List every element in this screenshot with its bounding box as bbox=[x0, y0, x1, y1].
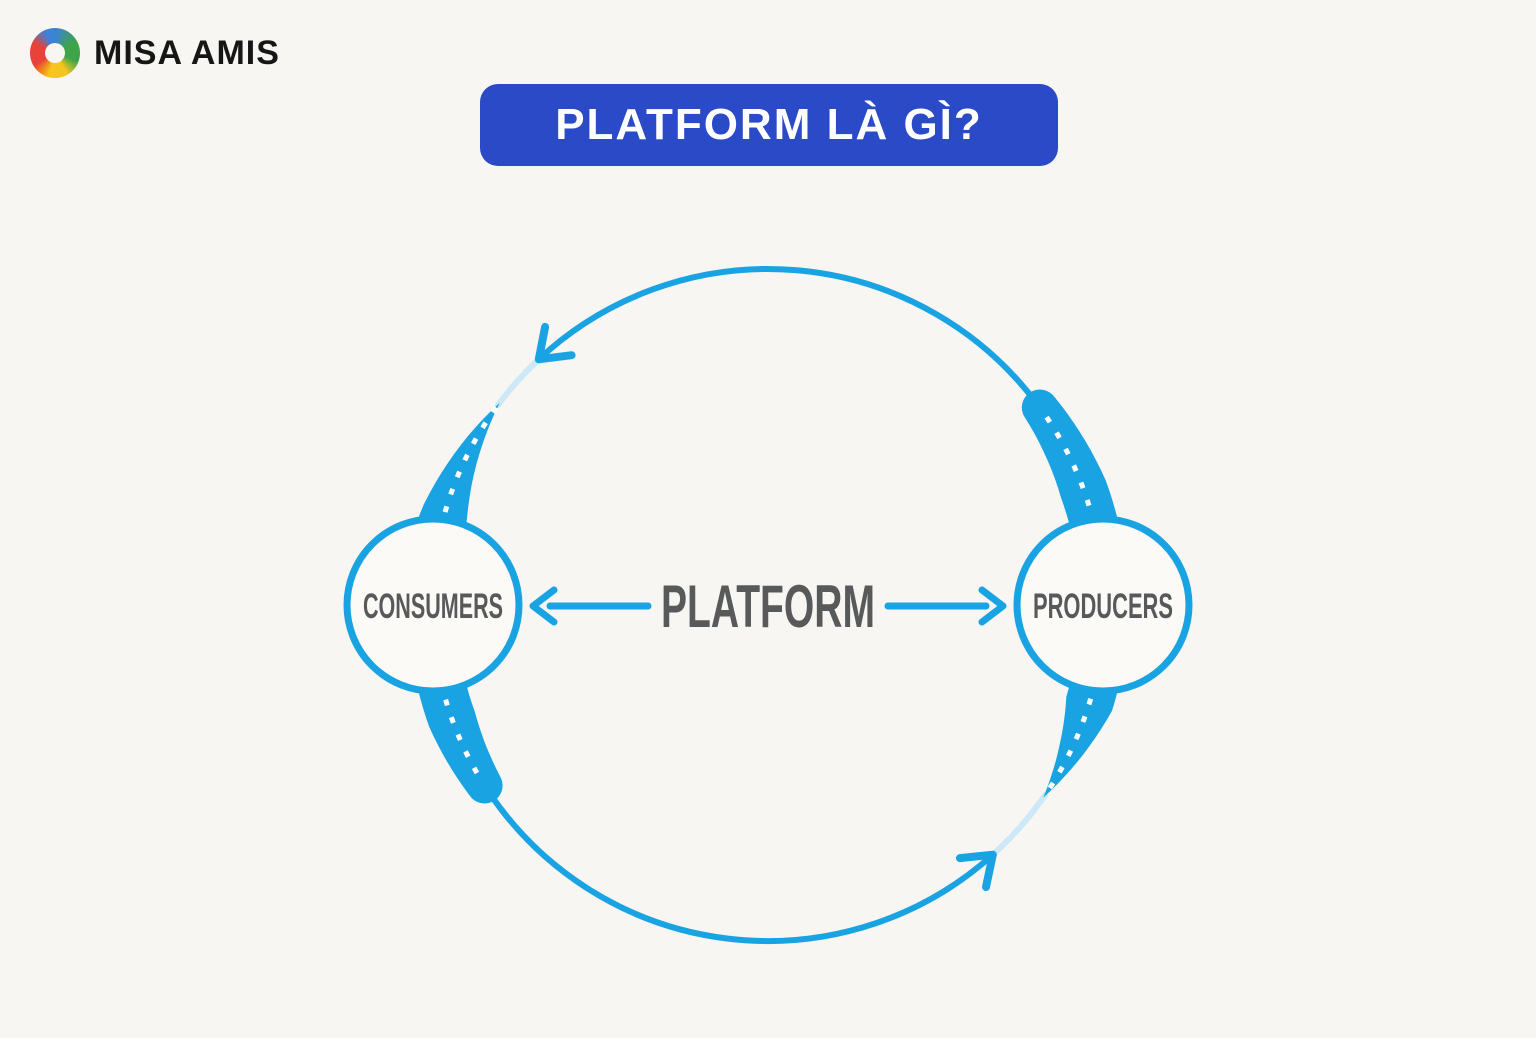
faded-arc-bottom-right bbox=[989, 792, 1048, 858]
platform-label: PLATFORM bbox=[661, 573, 875, 640]
circle-arc-top bbox=[535, 266, 1040, 406]
misa-amis-swirl-icon bbox=[30, 28, 80, 78]
title-text: PLATFORM LÀ GÌ? bbox=[555, 100, 983, 149]
misa-amis-logo: MISA AMIS bbox=[30, 28, 280, 78]
faded-arc-top-left bbox=[494, 356, 542, 409]
flow-layer bbox=[410, 266, 1125, 944]
consumers-node-circle bbox=[343, 515, 523, 695]
logo-brand-text: MISA AMIS bbox=[94, 33, 280, 72]
arrowhead-platform-to-consumers bbox=[529, 586, 558, 626]
consumers-label: CONSUMERS bbox=[363, 587, 503, 626]
producers-node-circle bbox=[1013, 515, 1193, 695]
producers-label: PRODUCERS bbox=[1033, 587, 1173, 626]
arrowhead-platform-to-producers bbox=[978, 586, 1007, 626]
flow-band-cap-bottom-left bbox=[466, 767, 503, 804]
ring-arrowhead-toward-consumers bbox=[534, 322, 576, 364]
circle-arc-bottom bbox=[486, 789, 996, 944]
flow-band-cap-top-right bbox=[1021, 389, 1058, 426]
ring-arrowhead-toward-producers bbox=[956, 850, 997, 891]
title-banner: PLATFORM LÀ GÌ? bbox=[480, 84, 1058, 166]
dashed-centerline-consumers-top bbox=[433, 406, 499, 553]
